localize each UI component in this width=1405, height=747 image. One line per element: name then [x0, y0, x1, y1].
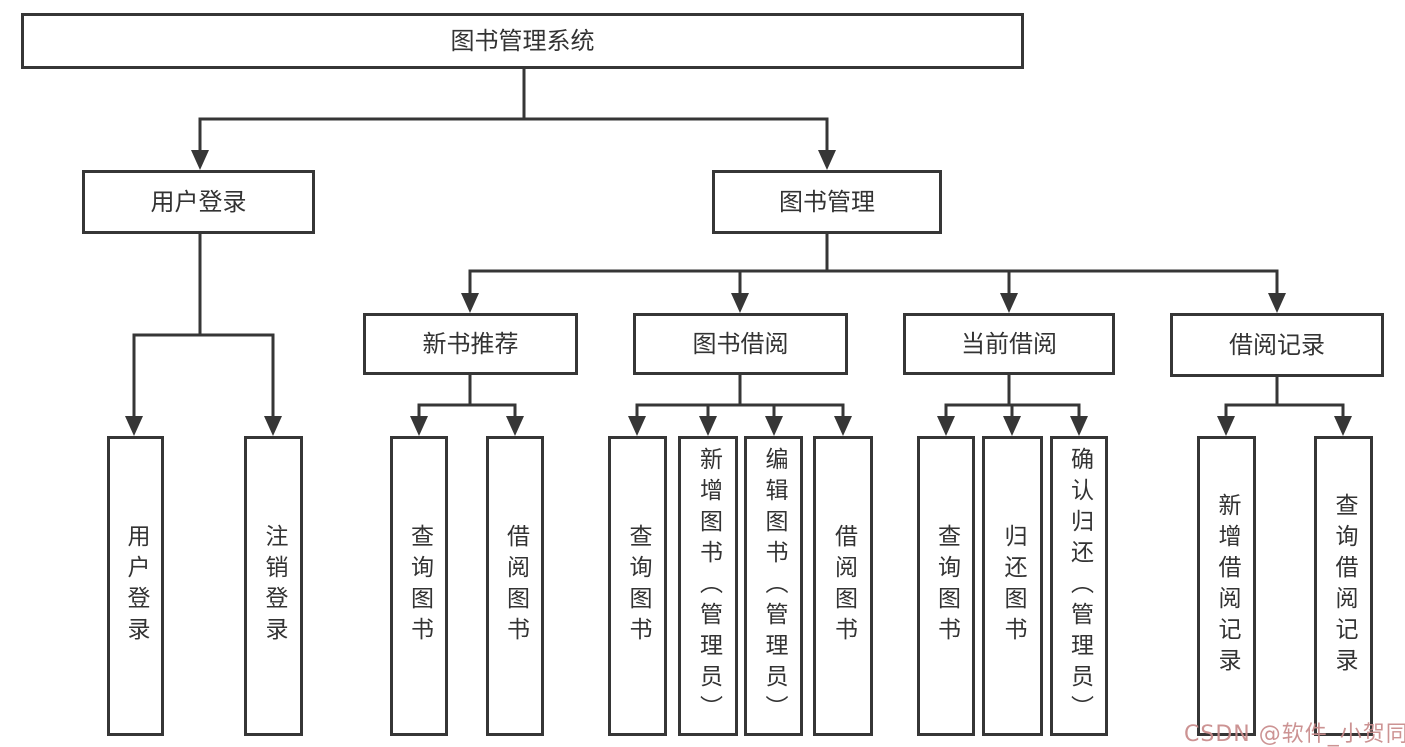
leaf-nb-query-books: 查询图书	[390, 436, 448, 736]
leaf-br-query-record: 查询借阅记录	[1314, 436, 1373, 736]
node-current-borrow: 当前借阅	[903, 313, 1115, 375]
node-new-book-recommend: 新书推荐	[363, 313, 578, 375]
leaf-nb-borrow-books: 借阅图书	[486, 436, 544, 736]
node-book-management: 图书管理	[712, 170, 942, 234]
leaf-bb-borrow-books: 借阅图书	[813, 436, 873, 736]
leaf-bb-add-books-admin: 新增图书（管理员）	[678, 436, 738, 736]
leaf-bb-edit-books-admin: 编辑图书（管理员）	[744, 436, 803, 736]
leaf-bb-query-books: 查询图书	[608, 436, 667, 736]
arrowheads	[125, 150, 1352, 436]
leaf-br-add-record: 新增借阅记录	[1197, 436, 1256, 736]
node-borrow-records: 借阅记录	[1170, 313, 1384, 377]
leaf-user-login: 用户登录	[107, 436, 164, 736]
leaf-logout-login: 注销登录	[244, 436, 303, 736]
leaf-cb-confirm-return-admin: 确认归还（管理员）	[1050, 436, 1108, 736]
node-book-borrow: 图书借阅	[633, 313, 848, 375]
node-user-login: 用户登录	[82, 170, 315, 234]
csdn-watermark: CSDN @软件_小贺同学	[1184, 722, 1405, 747]
node-library-management-system: 图书管理系统	[21, 13, 1024, 69]
leaf-cb-query-books: 查询图书	[917, 436, 975, 736]
leaf-cb-return-books: 归还图书	[982, 436, 1043, 736]
